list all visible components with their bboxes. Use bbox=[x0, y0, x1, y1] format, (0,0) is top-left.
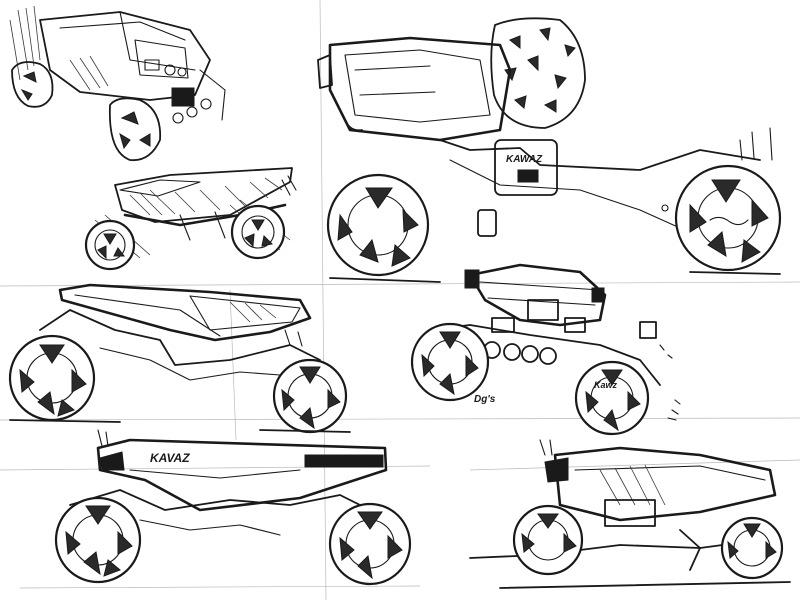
sketch-robot-rover: Kawz Dg's bbox=[410, 263, 681, 436]
robot-wheel-label: Kawz bbox=[594, 380, 618, 390]
sketch-long-chassis bbox=[8, 283, 351, 434]
brand-label-bottom: KAVAZ bbox=[150, 451, 190, 465]
sketch-wedge-buggy bbox=[84, 167, 297, 271]
sketch-wedge-kavaz: KAVAZ bbox=[54, 429, 412, 586]
robot-note-label: Dg's bbox=[474, 394, 496, 405]
sketch-large-rover: KAWAZ bbox=[317, 17, 782, 283]
sketch-dump-rover bbox=[469, 439, 791, 589]
brand-label: KAWAZ bbox=[506, 154, 543, 165]
sketch-boxy-truck bbox=[9, 5, 226, 162]
